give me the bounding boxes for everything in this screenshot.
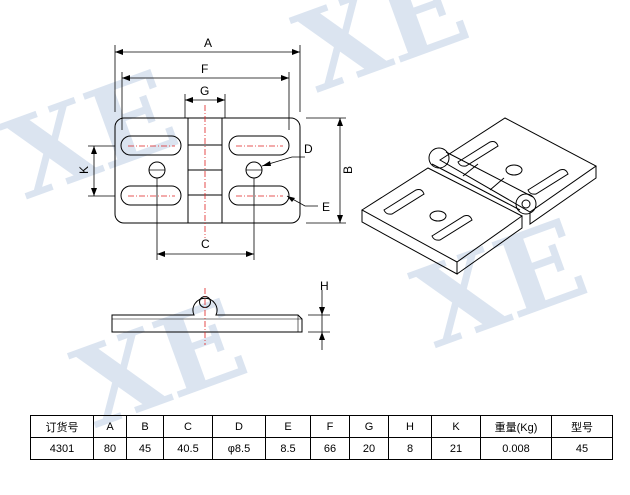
spec-header-cell: G bbox=[349, 415, 389, 438]
pin-end bbox=[521, 199, 531, 209]
spec-cell: 0.008 bbox=[480, 437, 552, 460]
slot-hole bbox=[120, 135, 182, 156]
spec-header-cell: 型号 bbox=[551, 415, 613, 438]
mounting-hole bbox=[505, 164, 523, 176]
plate-left-edge bbox=[456, 216, 523, 275]
slot-hole bbox=[431, 215, 473, 241]
slot-hole bbox=[457, 141, 499, 167]
spec-header-cell: H bbox=[388, 415, 432, 438]
slot-hole bbox=[120, 185, 182, 206]
spec-cell: 21 bbox=[431, 437, 481, 460]
dim-label-h: H bbox=[320, 279, 329, 293]
spec-header-cell: A bbox=[93, 415, 127, 438]
spec-header-cell: D bbox=[212, 415, 266, 438]
spec-header-cell: F bbox=[310, 415, 350, 438]
dimension-labels: A F G C D E B K H bbox=[77, 36, 355, 293]
spec-cell: 66 bbox=[310, 437, 350, 460]
knuckle-end bbox=[428, 147, 450, 169]
knuckle-end bbox=[515, 193, 537, 215]
spec-cell: 8.5 bbox=[265, 437, 311, 460]
dim-label-k: K bbox=[77, 166, 91, 174]
centerlines bbox=[128, 105, 283, 238]
spec-cell: 20 bbox=[349, 437, 389, 460]
watermark-text: XE bbox=[0, 45, 193, 224]
hinge-plate-outline bbox=[114, 117, 301, 224]
knuckle-barrel bbox=[431, 151, 534, 211]
slot-hole bbox=[527, 169, 569, 195]
spec-header-cell: B bbox=[126, 415, 164, 438]
top-view bbox=[114, 117, 301, 224]
spec-header-cell: K bbox=[431, 415, 481, 438]
dim-label-g: G bbox=[200, 84, 209, 98]
spec-table: 订货号 A B C D E F G H K 重量(Kg) 型号 4301 80 … bbox=[30, 415, 613, 460]
dim-label-e: E bbox=[322, 200, 330, 214]
watermark-text: XE bbox=[399, 194, 602, 373]
spec-cell: 8 bbox=[388, 437, 432, 460]
spec-header-cell: E bbox=[265, 415, 311, 438]
dim-label-f: F bbox=[201, 62, 208, 76]
spec-table-row: 4301 80 45 40.5 φ8.5 8.5 66 20 8 21 0.00… bbox=[30, 437, 613, 460]
spec-cell: φ8.5 bbox=[212, 437, 266, 460]
spec-cell: 45 bbox=[551, 437, 613, 460]
isometric-view bbox=[361, 117, 597, 275]
spec-table-header-row: 订货号 A B C D E F G H K 重量(Kg) 型号 bbox=[30, 415, 613, 438]
mounting-hole bbox=[429, 210, 447, 222]
slot-hole bbox=[383, 189, 425, 215]
spec-cell: 4301 bbox=[30, 437, 94, 460]
spec-cell: 45 bbox=[126, 437, 164, 460]
spec-header-cell: 订货号 bbox=[30, 415, 94, 438]
dimension-arrows bbox=[91, 49, 343, 257]
dim-label-a: A bbox=[204, 36, 212, 50]
dim-label-d: D bbox=[304, 142, 313, 156]
spec-header-cell: 重量(Kg) bbox=[480, 415, 552, 438]
plate-left-side bbox=[361, 210, 458, 275]
spec-cell: 40.5 bbox=[163, 437, 213, 460]
watermark-text: XE bbox=[280, 0, 483, 118]
dim-label-b: B bbox=[341, 166, 355, 174]
side-dim-arrows bbox=[319, 307, 325, 340]
spec-header-cell: C bbox=[163, 415, 213, 438]
plate-right-side bbox=[529, 166, 597, 225]
spec-cell: 80 bbox=[93, 437, 127, 460]
slot-hole bbox=[228, 135, 290, 156]
watermark-group: XE XE XE XE bbox=[0, 0, 602, 453]
dim-label-c: C bbox=[201, 237, 210, 251]
slot-hole bbox=[228, 185, 290, 206]
